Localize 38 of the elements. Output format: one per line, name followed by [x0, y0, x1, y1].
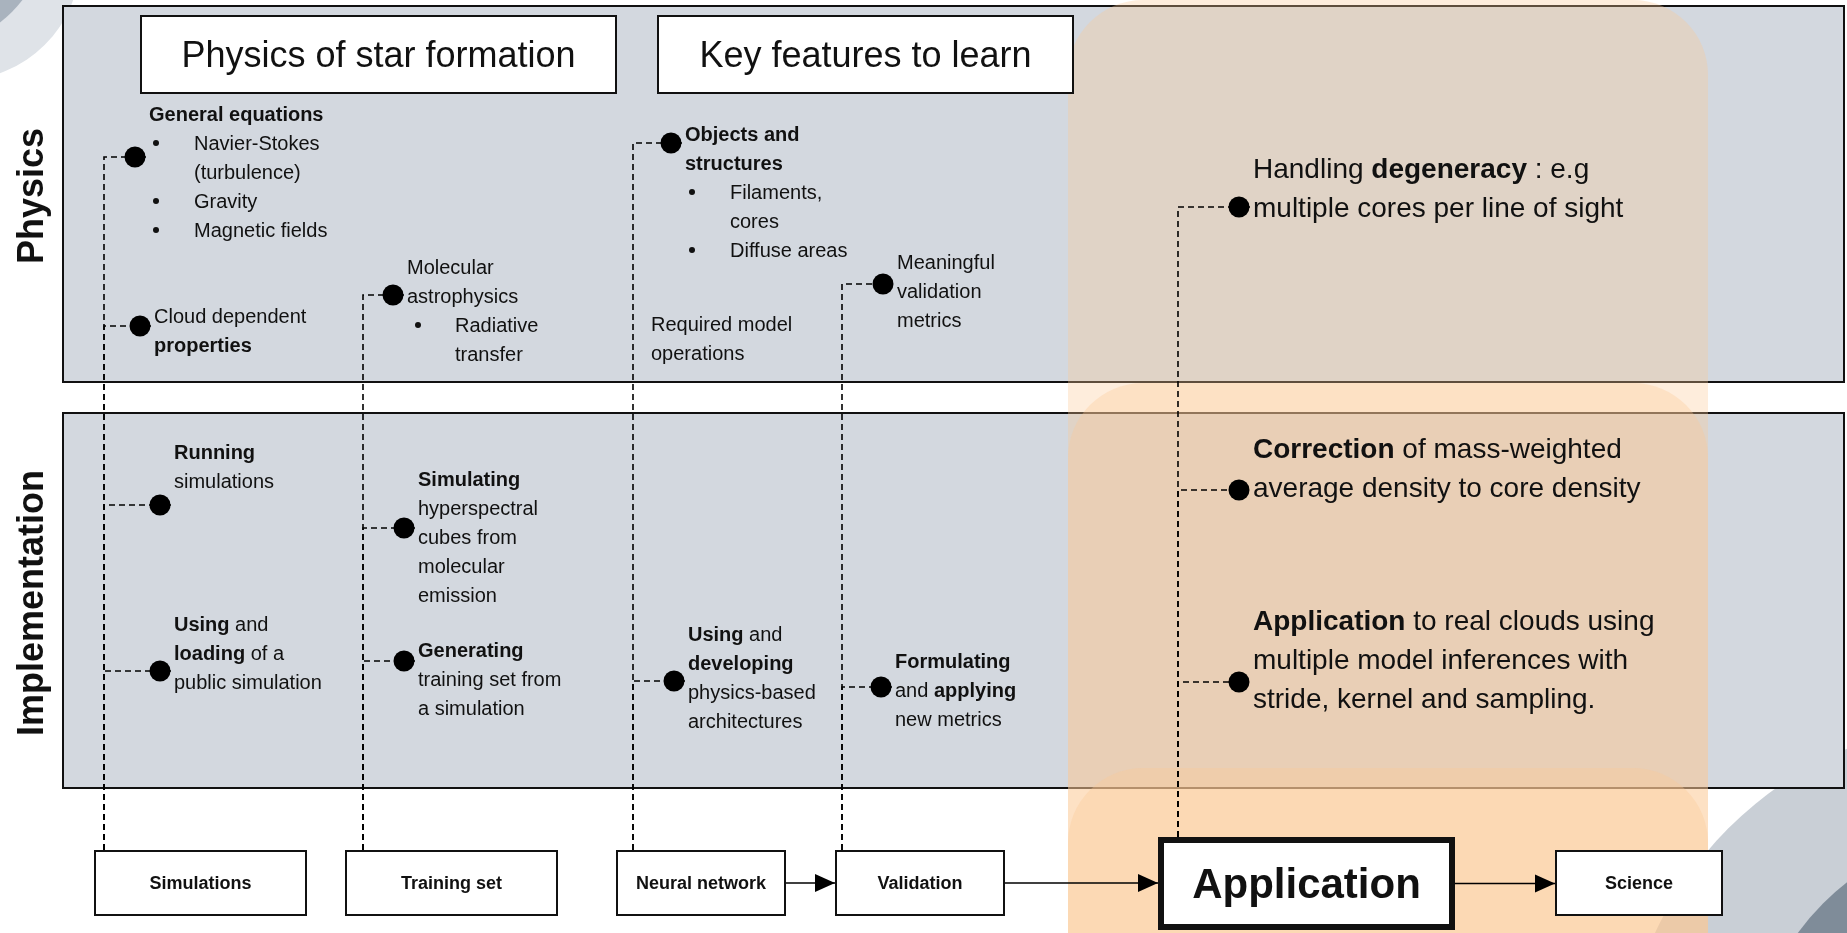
leader-line: [362, 650, 416, 851]
item-text: Using and loading of a public simulation: [174, 612, 323, 695]
bullet-text: Magnetic fields: [194, 218, 328, 243]
leader-line: [632, 670, 686, 851]
item-text: Using and developing physics-based architectures: [688, 622, 817, 734]
stage-box: Application: [1158, 837, 1455, 930]
leader-line: [1177, 671, 1251, 838]
row-heading: Implementation: [10, 469, 52, 736]
item-text: Handling degeneracy : e.g multiple cores per line of sight: [1253, 152, 1625, 226]
stage-box: Simulations: [94, 850, 307, 916]
item-text: Generating training set from a simulation: [418, 638, 563, 721]
item-heading: General equations: [149, 102, 325, 127]
item-text: Correction of mass-weighted average density to core density: [1253, 432, 1642, 506]
item-text: Running simulations: [174, 440, 276, 494]
column-header: Physics of star formation: [140, 15, 617, 94]
arrow: [785, 874, 836, 892]
item-text: Meaningful validation metrics: [897, 250, 996, 333]
row-heading: Physics: [10, 127, 52, 265]
item-text: Molecular astrophysics: [407, 255, 520, 309]
column-header: Key features to learn: [657, 15, 1074, 94]
stage-box: Neural network: [616, 850, 786, 916]
item-text: Simulating hyperspectral cubes from molecular emission: [418, 467, 540, 608]
bullet-text: Diffuse areas: [730, 238, 848, 263]
leader-line: [841, 676, 893, 851]
item-text: Application to real clouds using multiple model inferences with stride, kernel and sampling.: [1253, 604, 1656, 717]
stage-box: Validation: [835, 850, 1005, 916]
stage-box: Science: [1555, 850, 1723, 916]
arrow: [1454, 874, 1556, 893]
bullet-text: Radiative transfer: [455, 313, 540, 367]
note-text: Required model operations: [651, 312, 794, 366]
item-text: Formulating and applying new metrics: [895, 649, 1018, 732]
bullet-text: Gravity: [194, 189, 258, 214]
arrow: [1004, 874, 1159, 892]
item-text: Cloud dependent properties: [154, 304, 308, 358]
item-heading: Objects and structures: [685, 122, 801, 176]
bullet-text: Filaments, cores: [730, 180, 824, 234]
stage-box: Training set: [345, 850, 558, 916]
bullet-text: Navier-Stokes (turbulence): [194, 131, 321, 185]
